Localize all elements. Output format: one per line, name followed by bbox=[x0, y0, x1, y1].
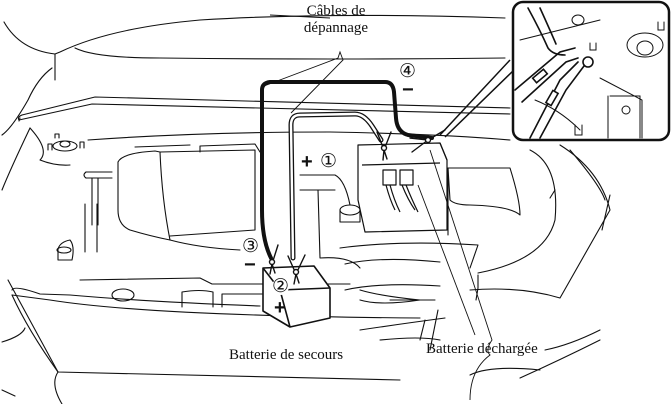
inset-cable-top bbox=[527, 7, 566, 56]
discharged-battery bbox=[357, 142, 448, 233]
left-strut-tower bbox=[52, 140, 78, 152]
clamp-ground bbox=[409, 129, 446, 153]
jumper-cables bbox=[260, 80, 434, 261]
label-discharged-battery: Batterie déchargée bbox=[426, 341, 538, 357]
step-3-number: ③ bbox=[242, 236, 260, 257]
label-jumper-cables: Câbles de dépannage bbox=[300, 3, 372, 37]
cowl-bar bbox=[21, 96, 511, 116]
step-1-sign: + bbox=[301, 151, 313, 173]
fuse-box bbox=[447, 167, 521, 216]
hood-outline bbox=[3, 14, 506, 55]
clamp-booster-positive bbox=[287, 254, 306, 285]
leader-cables-left bbox=[263, 50, 344, 114]
ground-point-inset bbox=[511, 0, 671, 142]
step-4-number: ④ bbox=[399, 61, 417, 82]
cable-clamps bbox=[264, 129, 446, 285]
step-3-sign: − bbox=[244, 254, 256, 276]
inset-clamp-lower bbox=[529, 61, 579, 139]
negative-cable bbox=[260, 80, 434, 260]
front-bumper bbox=[11, 294, 401, 381]
clamp-booster-negative bbox=[264, 244, 279, 275]
inset-clamp-upper bbox=[514, 47, 576, 91]
clamp-discharged-positive bbox=[376, 131, 392, 161]
step-2-sign: + bbox=[274, 297, 286, 319]
label-jumper-cables-line2: dépannage bbox=[303, 20, 369, 36]
right-fender bbox=[469, 144, 611, 299]
leader-lines bbox=[263, 14, 515, 401]
label-jumper-cables-line1: Câbles de bbox=[306, 3, 366, 19]
air-filter-box bbox=[117, 150, 171, 241]
left-fender bbox=[1, 67, 53, 136]
leader-inset bbox=[439, 59, 515, 138]
step-4-sign: − bbox=[402, 79, 414, 101]
step-1-number: ① bbox=[320, 151, 338, 172]
washer-cap bbox=[111, 288, 135, 302]
leader-cables-top bbox=[269, 14, 331, 19]
step-2-number: ② bbox=[272, 276, 290, 297]
leader-discharged-battery bbox=[417, 184, 476, 336]
label-booster-battery: Batterie de secours bbox=[229, 347, 344, 363]
